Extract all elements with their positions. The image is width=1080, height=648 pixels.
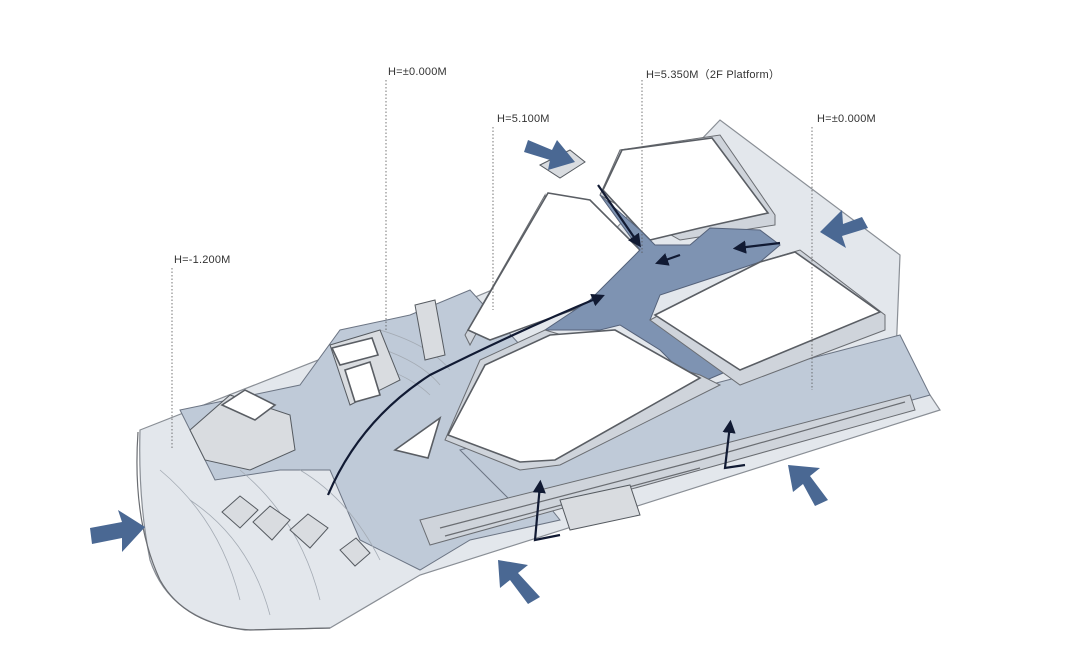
entry-arrow-icon [90,510,145,552]
sunken-court [393,415,442,459]
entry-arrow-icon [788,465,828,506]
south-facade [419,394,916,546]
entry-arrow-icon [498,560,540,604]
elevation-label-ground-left: H=±0.000M [388,66,447,78]
entry-arrows [90,140,868,604]
elevation-label-5100: H=5.100M [497,113,550,125]
circulation-arrows [326,184,781,542]
building-south [444,329,722,471]
building-north [599,134,776,241]
west-pavilion [189,389,296,471]
entry-arrow-icon [524,140,575,170]
elevation-label-platform: H=5.350M（2F Platform） [646,69,781,81]
circulation-arrow-icon [655,253,681,266]
circulation-arrow-icon [326,293,605,496]
site-edge-outline [136,431,331,631]
elevation-label-west: H=-1.200M [174,254,231,266]
entrance-canopy [559,484,641,531]
plaza-pavilions [221,495,371,567]
contour-lines [159,329,451,616]
circulation-arrow-icon [532,479,561,542]
elevation-leaders [171,80,813,450]
elevation-label-ground-right: H=±0.000M [817,113,876,125]
building-east [649,249,886,386]
circulation-arrow-icon [597,184,641,248]
circulation-arrow-icon [722,419,746,470]
tower-element [414,299,446,361]
entry-arrow-icon [820,210,868,248]
circulation-arrow-icon [732,240,781,254]
central-pavilion [329,329,401,406]
